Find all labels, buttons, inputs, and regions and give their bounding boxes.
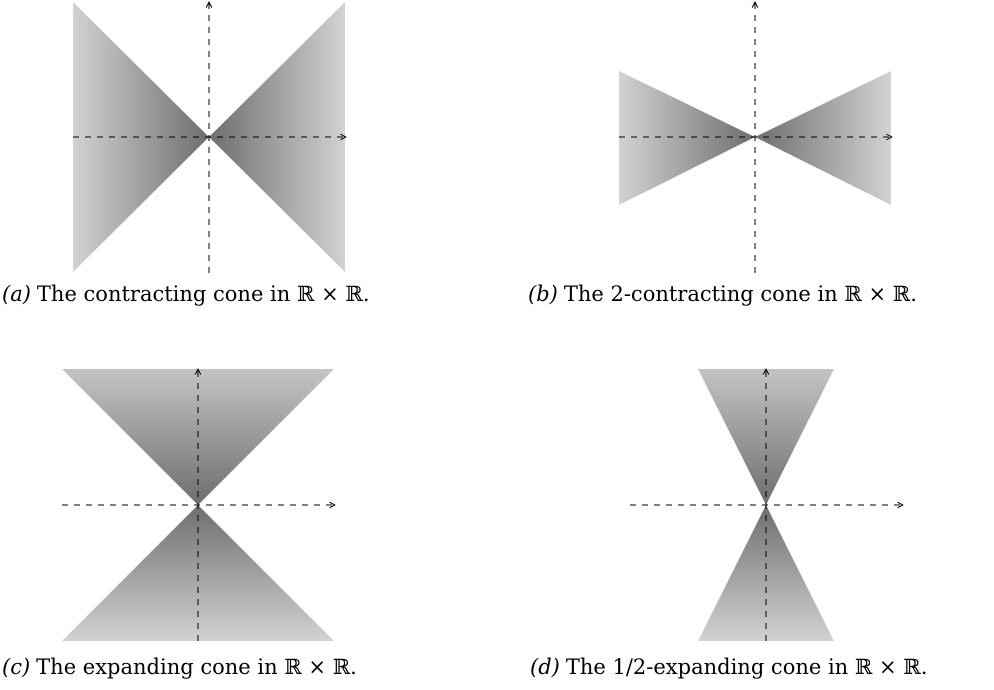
caption-a-label: (a) — [2, 282, 31, 306]
cone-b-left — [619, 71, 755, 205]
caption-b-text: The 2-contracting cone in ℝ × ℝ. — [563, 282, 917, 306]
caption-b-label: (b) — [528, 282, 558, 306]
caption-c-label: (c) — [2, 655, 31, 679]
diagram-b — [619, 2, 892, 273]
caption-b: (b)The 2-contracting cone in ℝ × ℝ. — [528, 282, 917, 306]
cone-a-left — [73, 2, 209, 272]
cone-c-bottom — [62, 505, 334, 641]
caption-c-text: The expanding cone in ℝ × ℝ. — [36, 655, 357, 679]
diagram-d — [630, 369, 903, 641]
caption-a: (a)The contracting cone in ℝ × ℝ. — [2, 282, 370, 306]
caption-c: (c)The expanding cone in ℝ × ℝ. — [2, 655, 357, 679]
caption-a-text: The contracting cone in ℝ × ℝ. — [36, 282, 370, 306]
caption-d-text: The 1/2-expanding cone in ℝ × ℝ. — [565, 655, 928, 679]
cone-b-right — [755, 71, 891, 205]
caption-d-label: (d) — [530, 655, 560, 679]
caption-d: (d)The 1/2-expanding cone in ℝ × ℝ. — [530, 655, 927, 679]
diagram-c — [62, 369, 335, 641]
diagram-a — [73, 2, 346, 273]
cone-d-bottom — [698, 505, 834, 641]
